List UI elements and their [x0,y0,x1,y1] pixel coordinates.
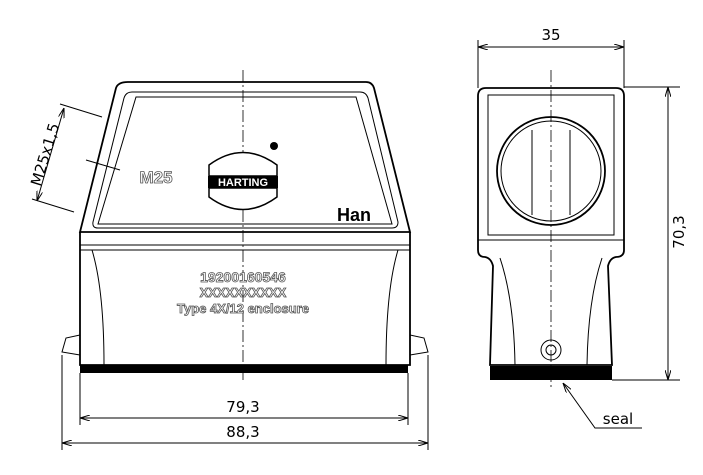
type-text: Type 4X/12 enclosure [177,301,309,316]
side-seal [490,366,612,380]
brand-label: Han [337,205,371,225]
outer-width-label: 88,3 [226,423,259,441]
seal-label: seal [603,410,633,428]
side-height-label: 70,3 [670,215,688,248]
inner-width-label: 79,3 [226,398,259,416]
part-number: 19200160546 [200,269,286,285]
side-width-label: 35 [541,26,560,44]
side-body-outline [477,87,625,366]
logo-text: HARTING [218,177,268,189]
front-view: HARTING M25 Han 19200160546 XXXXXXXXXX T… [27,70,429,450]
hood-top-panel [92,91,399,229]
right-flange [409,334,429,356]
code-text: XXXXXXXXXX [200,285,287,300]
embossed-thread: M25 [139,168,172,187]
side-view: 35 70,3 seal [477,26,688,429]
seal-bar [80,365,408,373]
left-flange [61,334,81,356]
screw-icon [540,339,562,361]
harting-logo: HARTING [208,142,278,211]
thread-dim-label: M25x1,5 [27,121,63,188]
